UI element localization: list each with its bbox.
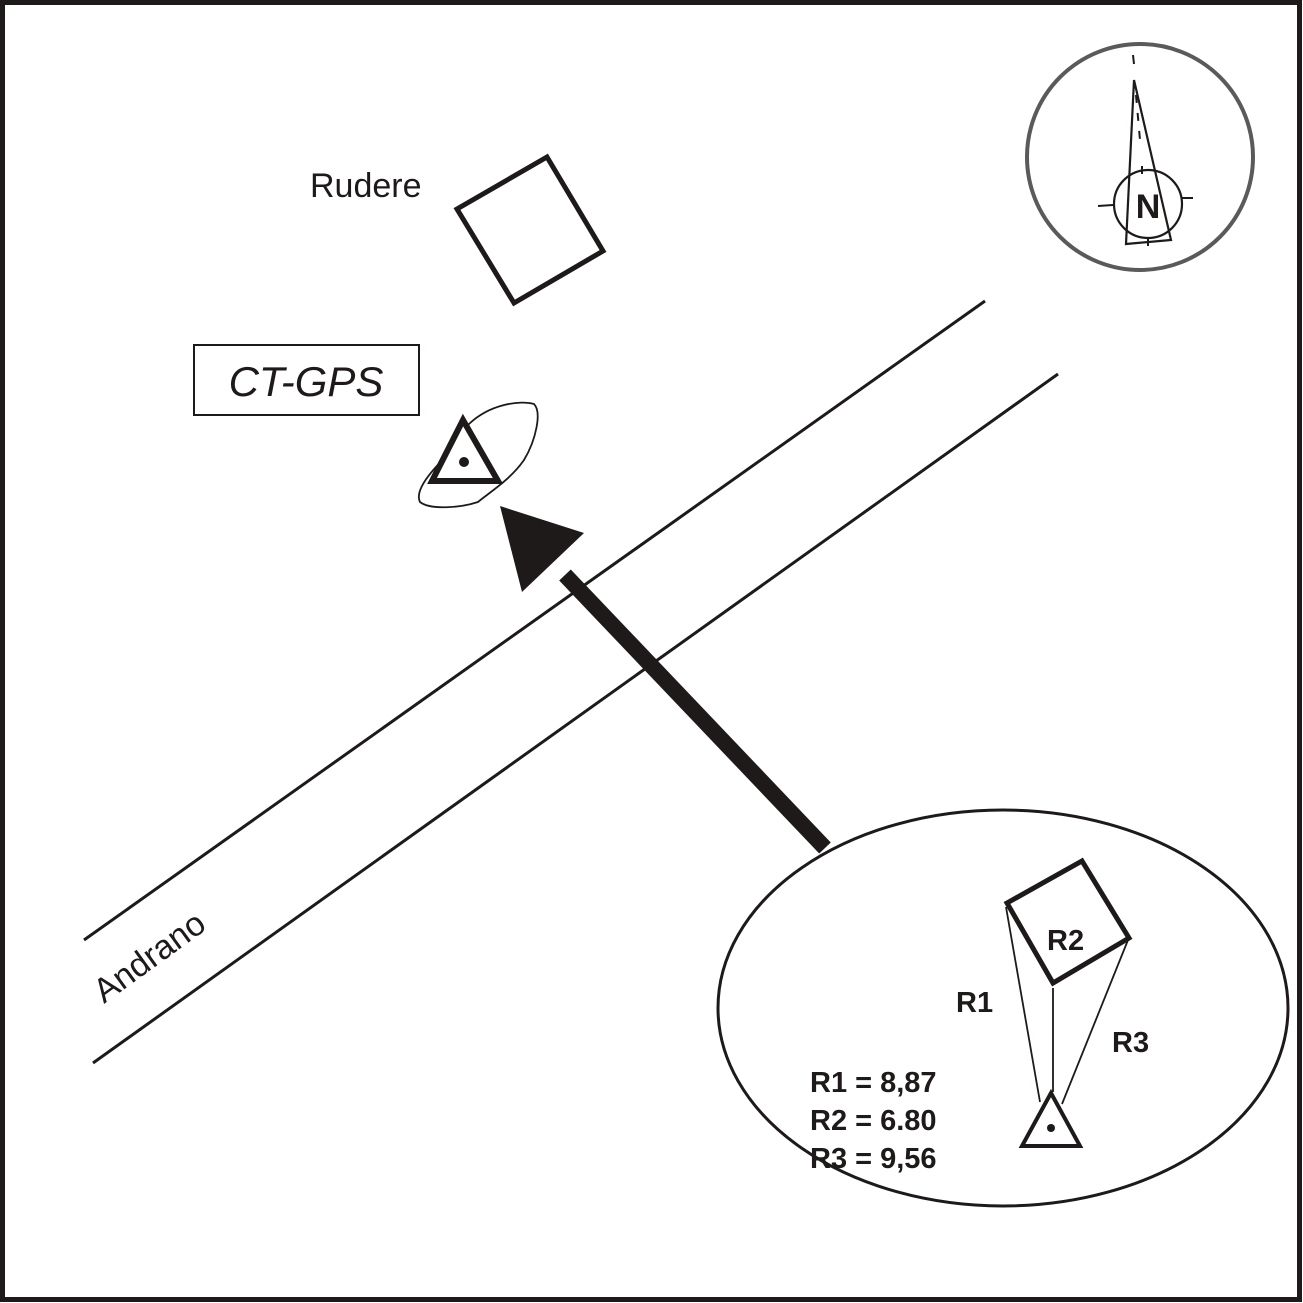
ruin-label: Rudere xyxy=(310,167,422,205)
square-building-icon xyxy=(453,153,607,307)
inset-building xyxy=(1003,857,1133,987)
measurement-r3: R3 = 9,56 xyxy=(810,1143,937,1175)
measurement-r2: R2 = 6.80 xyxy=(810,1105,937,1137)
arrow-shaft xyxy=(559,569,831,854)
inset-station-triangle xyxy=(1018,1088,1084,1148)
station-label: CT-GPS xyxy=(229,358,384,405)
arrow-head xyxy=(500,506,584,592)
measurement-r1: R1 = 8,87 xyxy=(810,1067,937,1099)
compass-ring xyxy=(1025,42,1255,272)
r1-line xyxy=(1005,906,1041,1103)
north-label: N xyxy=(1136,188,1161,226)
r3-label: R3 xyxy=(1112,1027,1149,1059)
road-edge-south xyxy=(92,372,1059,1065)
north-arrow-icon: N xyxy=(1025,42,1255,272)
compass-dash-line xyxy=(1135,94,1141,141)
inset-building-label: R2 xyxy=(1047,925,1084,957)
inset-ellipse xyxy=(716,808,1290,1208)
road-label: Andrano xyxy=(86,904,212,1010)
r1-label: R1 xyxy=(956,987,993,1019)
station-triangle xyxy=(427,413,504,484)
road-edge-north xyxy=(83,299,986,942)
r3-line xyxy=(1061,939,1129,1105)
station-label-box xyxy=(193,344,420,416)
detail-inset: R2 R1 R3 R1 = 8,87 R2 = 6.80 R3 = 9,56 xyxy=(716,808,1290,1208)
compass-tick-left xyxy=(1097,204,1114,207)
arrow-icon xyxy=(500,506,831,854)
inset-station-dot xyxy=(1047,1124,1055,1132)
compass-tick-top xyxy=(1132,54,1135,65)
triangle-with-dot-icon xyxy=(417,401,539,509)
error-ellipse xyxy=(417,401,539,509)
station-dot xyxy=(459,457,469,467)
